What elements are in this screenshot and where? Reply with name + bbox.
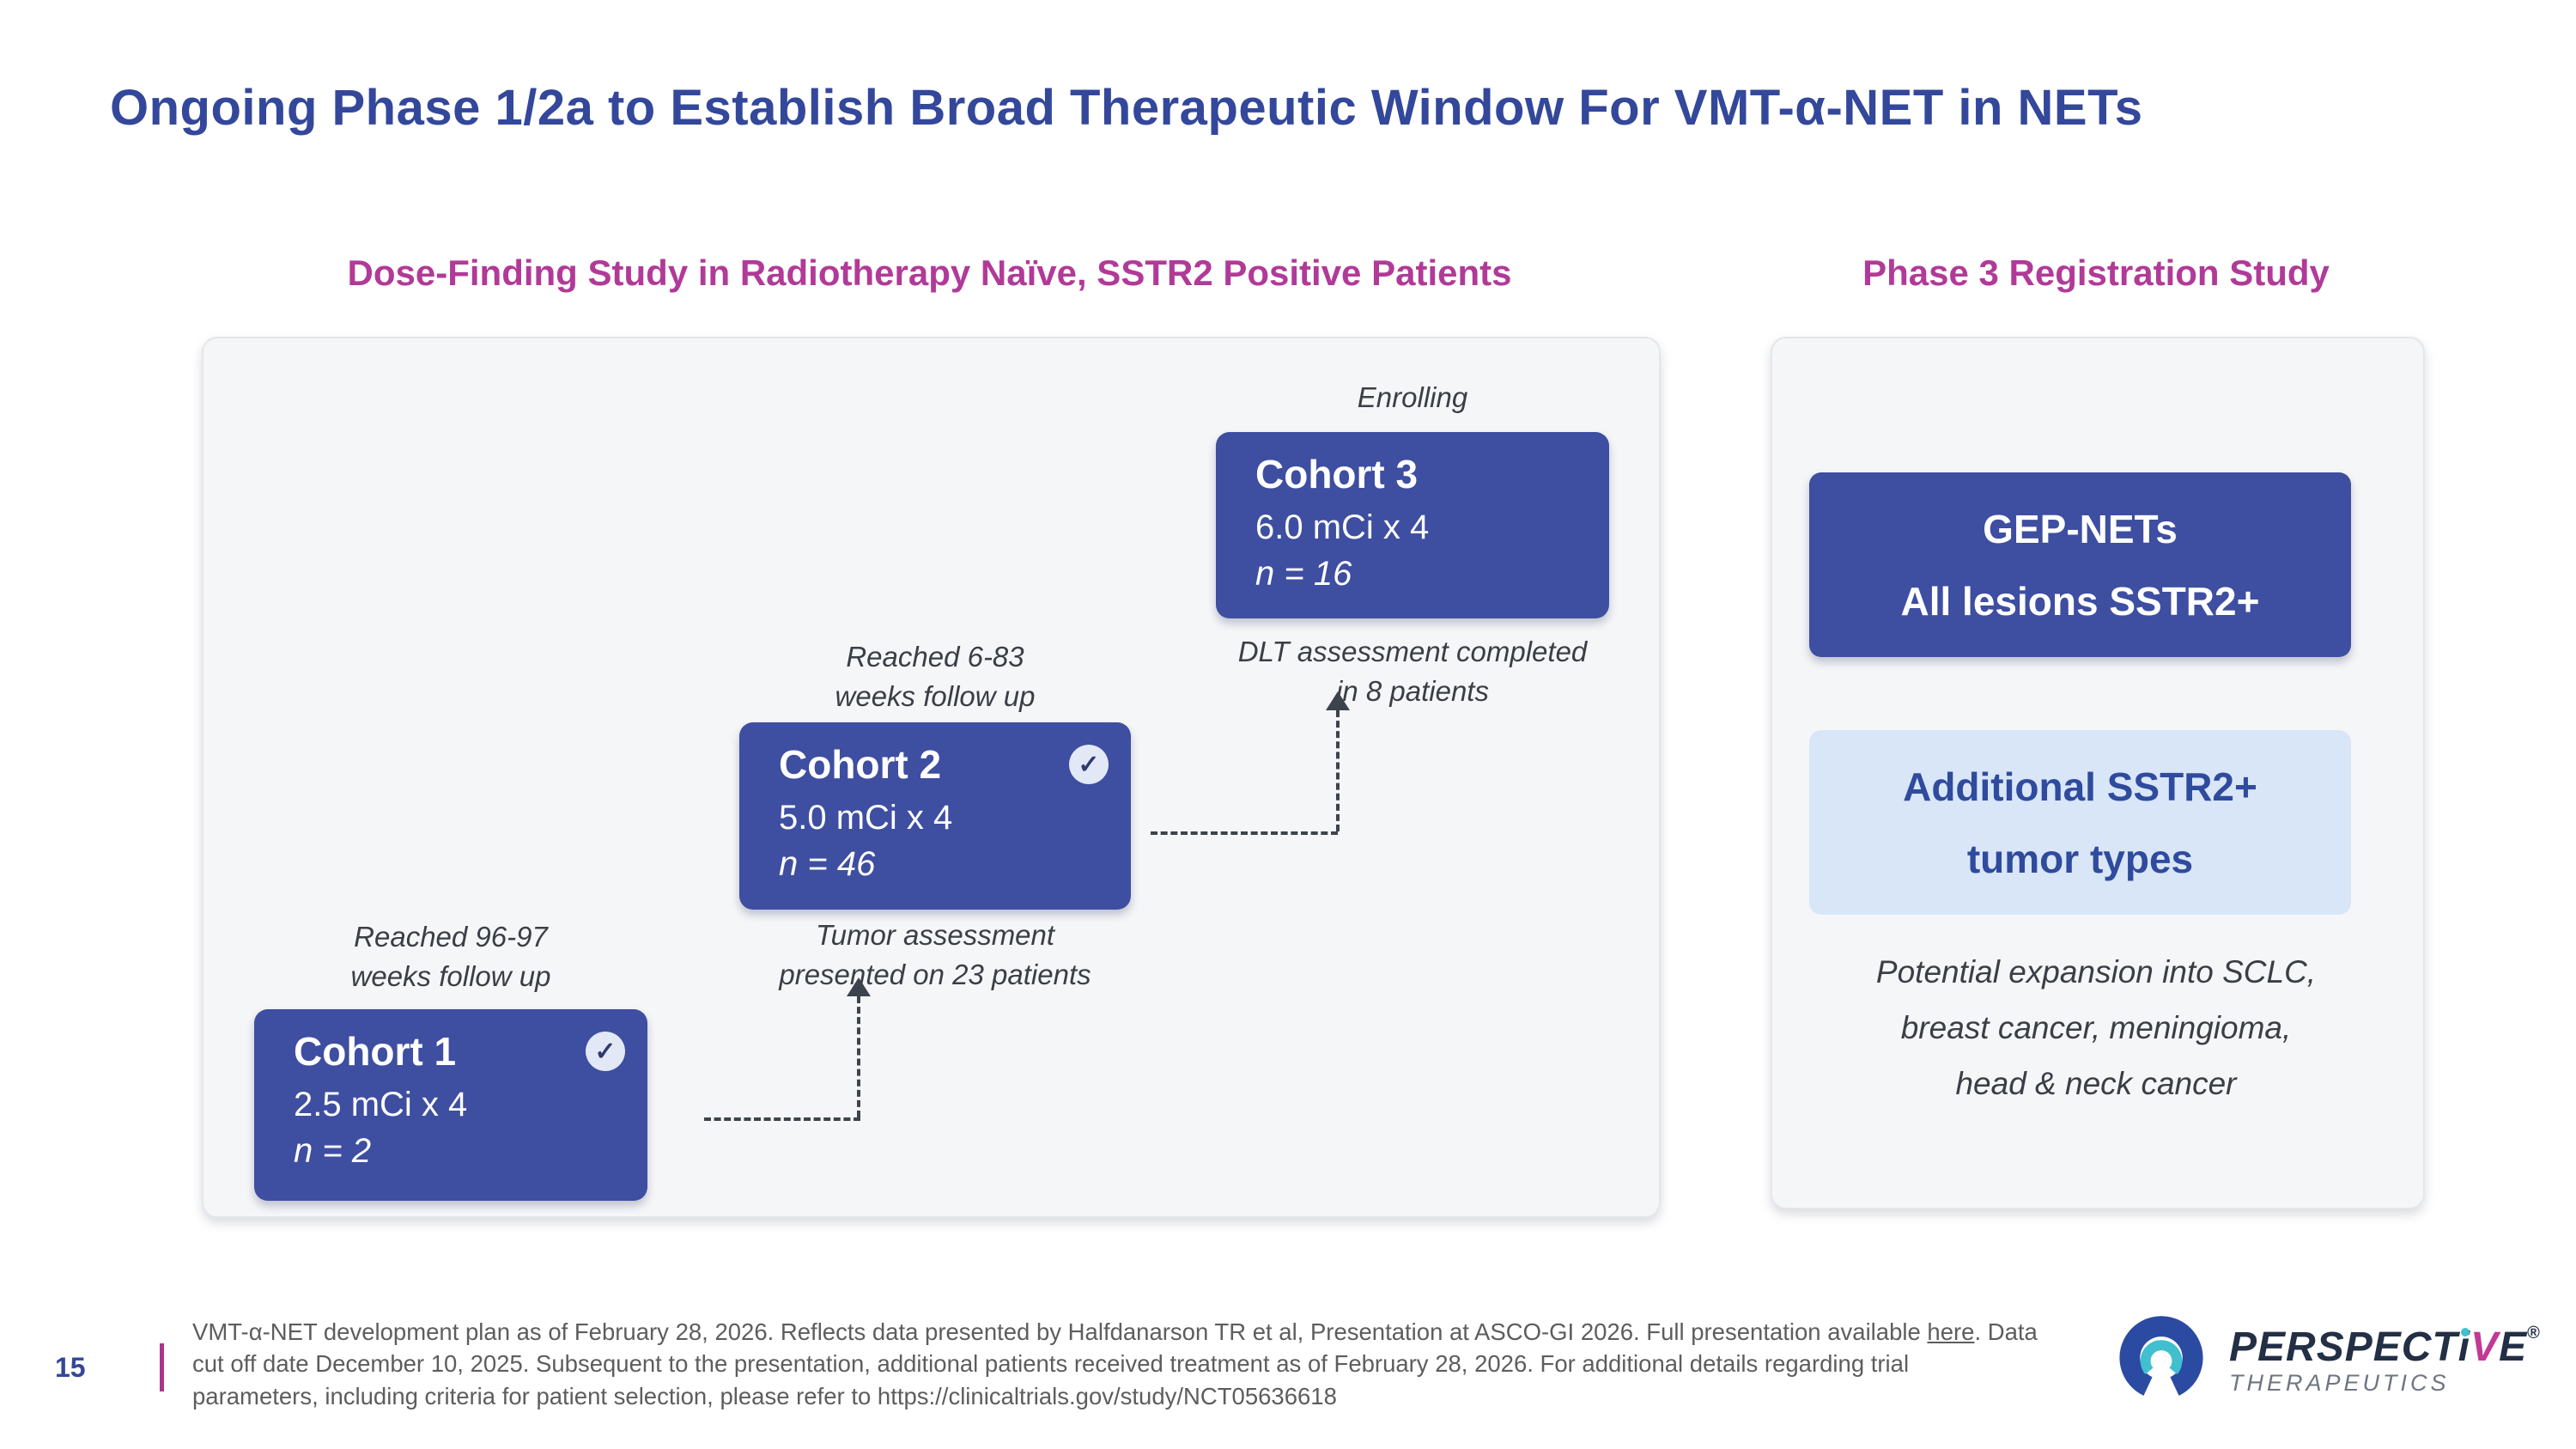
footnote-text-after-link: . Data cut off date December 10, 2025. S…	[192, 1318, 2038, 1409]
logo-text: PERSPECTiVE® THERAPEUTICS	[2229, 1309, 2541, 1395]
page-number-divider	[160, 1343, 164, 1391]
check-circle-icon: ✓	[586, 1032, 625, 1071]
dashed-arrow-cohort2-to-cohort3-vertical	[1336, 710, 1340, 831]
cohort2-assessment-note: Tumor assessment presented on 23 patient…	[779, 919, 1091, 990]
logo-brand-post: E	[2499, 1324, 2528, 1370]
cohort2-followup-note: Reached 6-83 weeks follow up	[835, 641, 1036, 712]
cohort3-title: Cohort 3	[1255, 452, 1419, 496]
cohort3-enrolling-note: Enrolling	[1357, 381, 1468, 413]
cohort2-n: n = 46	[779, 844, 876, 883]
cohort2-title: Cohort 2	[779, 742, 942, 787]
perspective-therapeutics-logo: PERSPECTiVE® THERAPEUTICS	[2114, 1309, 2541, 1403]
gep-nets-box: GEP-NETs All lesions SSTR2+	[1809, 472, 2351, 657]
cohort1-title: Cohort 1	[294, 1029, 457, 1074]
arrow-up-icon	[847, 977, 871, 996]
cohort1-dose: 2.5 mCi x 4	[294, 1085, 468, 1123]
here-link[interactable]: here	[1927, 1318, 1975, 1345]
logo-brand-v: V	[2470, 1324, 2500, 1370]
cohort2-box: Cohort 2 5.0 mCi x 4 n = 46 ✓	[739, 722, 1131, 910]
logo-brand-i: i	[2458, 1324, 2471, 1370]
page-number: 15	[55, 1352, 86, 1383]
additional-tumor-line2: tumor types	[1966, 836, 2194, 881]
dashed-arrow-cohort1-to-cohort2	[704, 1117, 860, 1121]
cohort1-followup-note: Reached 96-97 weeks follow up	[350, 921, 551, 992]
dashed-arrow-cohort1-to-cohort2-vertical	[857, 996, 860, 1117]
cohort1-box: Cohort 1 2.5 mCi x 4 n = 2 ✓	[254, 1009, 647, 1201]
cohort2-dose: 5.0 mCi x 4	[779, 798, 953, 837]
cohort1-n: n = 2	[294, 1131, 372, 1170]
registered-trademark-icon: ®	[2527, 1324, 2541, 1342]
cohort3-n: n = 16	[1255, 554, 1352, 593]
additional-tumor-types-box: Additional SSTR2+ tumor types	[1809, 730, 2351, 915]
right-section-header: Phase 3 Registration Study	[1862, 253, 2330, 293]
check-circle-icon: ✓	[1069, 745, 1109, 784]
expansion-note: Potential expansion into SCLC, breast ca…	[1875, 954, 2317, 1101]
logo-brand-name: PERSPECTiVE®	[2229, 1324, 2541, 1368]
additional-tumor-line1: Additional SSTR2+	[1903, 764, 2257, 809]
page-title: Ongoing Phase 1/2a to Establish Broad Th…	[110, 80, 2143, 136]
footnote: VMT-α-NET development plan as of Februar…	[192, 1316, 2038, 1412]
left-section-header: Dose-Finding Study in Radiotherapy Naïve…	[347, 253, 1512, 293]
footnote-text-before-link: VMT-α-NET development plan as of Februar…	[192, 1318, 1928, 1345]
cohort3-dose: 6.0 mCi x 4	[1255, 508, 1430, 546]
cohort3-box: Cohort 3 6.0 mCi x 4 n = 16	[1216, 432, 1609, 618]
logo-brand-pre: PERSPECT	[2229, 1324, 2458, 1370]
cohort3-dlt-note: DLT assessment completed in 8 patients	[1237, 636, 1588, 707]
logo-subtitle: THERAPEUTICS	[2229, 1370, 2450, 1396]
gep-nets-line1: GEP-NETs	[1983, 506, 2178, 551]
arrow-up-icon	[1326, 691, 1350, 710]
gep-nets-line2: All lesions SSTR2+	[1900, 578, 2260, 624]
dashed-arrow-cohort2-to-cohort3	[1151, 831, 1338, 835]
logo-arch-icon	[2119, 1316, 2203, 1396]
